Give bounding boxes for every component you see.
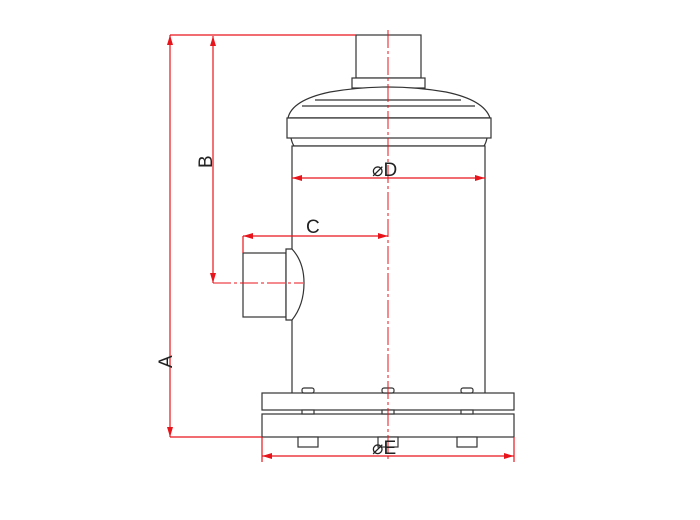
label-c: C	[306, 217, 320, 238]
dome-cap	[286, 86, 492, 147]
dimension-a	[167, 34, 356, 438]
label-d: ⌀D	[372, 160, 397, 181]
label-b: B	[196, 155, 217, 168]
dimension-d	[292, 175, 485, 181]
dimension-c	[242, 233, 388, 253]
dimension-b	[210, 36, 216, 283]
inlet-port	[242, 248, 305, 321]
label-e: ⌀E	[372, 438, 396, 459]
dimension-e	[261, 437, 515, 462]
label-a: A	[156, 355, 177, 368]
